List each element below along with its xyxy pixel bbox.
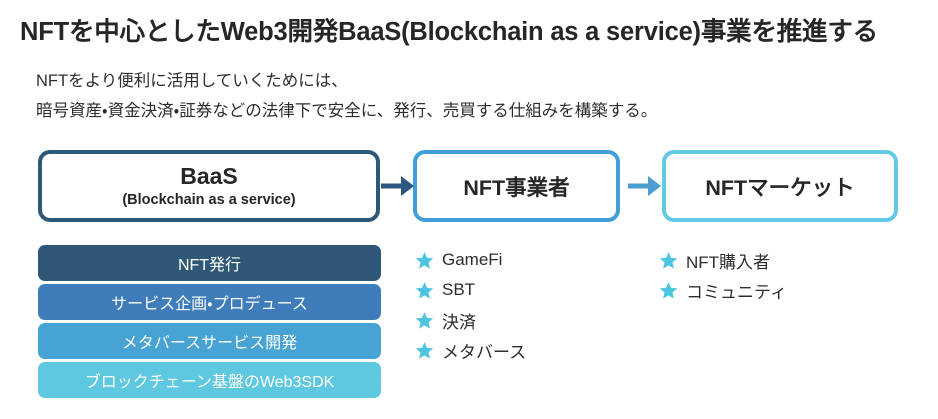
nft-operator-list: GameFi SBT 決済 メタバース: [415, 245, 526, 365]
nft-market-list: NFT購入者 コミュニティ: [659, 245, 787, 305]
flow-box-nft-operator-title: NFT事業者: [463, 175, 570, 200]
capability-bar-nft-issuance: NFT発行: [38, 245, 381, 281]
list-item: メタバース: [415, 335, 526, 365]
capability-bar-service-planning: サービス企画・プロデュース: [38, 284, 381, 320]
capability-bar-label: メタバースサービス開発: [121, 335, 298, 352]
list-item-label: コミュニティ: [686, 282, 787, 302]
list-item: コミュニティ: [659, 275, 787, 305]
star-icon: [415, 311, 434, 330]
flow-box-baas: BaaS (Blockchain as a service): [38, 150, 380, 222]
list-item: SBT: [415, 275, 526, 305]
list-item: 決済: [415, 305, 526, 335]
capability-bar-web3-sdk: ブロックチェーン基盤のWeb3SDK: [38, 362, 381, 398]
flow-box-nft-market-title: NFTマーケット: [705, 175, 855, 200]
lead-line-2: 暗号資産・資金決済・証券などの法律下で安全に、発行、売買する仕組みを構築する。: [36, 102, 658, 120]
star-icon: [659, 251, 678, 270]
star-icon: [415, 341, 434, 360]
lead-paragraph: NFTをより便利に活用していくためには、 暗号資産・資金決済・証券などの法律下で…: [36, 66, 657, 126]
arrow-right-icon-baas-to-operator: [381, 172, 414, 200]
star-icon: [415, 281, 434, 300]
flow-box-baas-subtitle: (Blockchain as a service): [122, 191, 296, 208]
flow-box-baas-title: BaaS: [180, 163, 238, 190]
capability-bar-metaverse-development: メタバースサービス開発: [38, 323, 381, 359]
flow-box-nft-operator: NFT事業者: [413, 150, 620, 222]
capability-bar-label: NFT発行: [177, 257, 242, 274]
star-icon: [659, 281, 678, 300]
list-item-label: メタバース: [442, 342, 527, 362]
capability-bar-label: サービス企画・プロデュース: [111, 296, 308, 313]
arrow-right-icon-operator-to-market: [628, 172, 661, 200]
list-item-label: SBT: [442, 280, 476, 299]
flow-box-nft-market: NFTマーケット: [662, 150, 898, 222]
star-icon: [415, 251, 434, 270]
page-title: NFTを中心としたWeb3開発BaaS(Blockchain as a serv…: [20, 18, 878, 46]
list-item-label: NFT購入者: [686, 252, 771, 272]
list-item-label: GameFi: [442, 250, 503, 269]
list-item-label: 決済: [442, 312, 476, 332]
lead-line-1: NFTをより便利に活用していくためには、: [36, 72, 348, 90]
list-item: GameFi: [415, 245, 526, 275]
capability-bar-label: ブロックチェーン基盤のWeb3SDK: [84, 374, 335, 391]
list-item: NFT購入者: [659, 245, 787, 275]
